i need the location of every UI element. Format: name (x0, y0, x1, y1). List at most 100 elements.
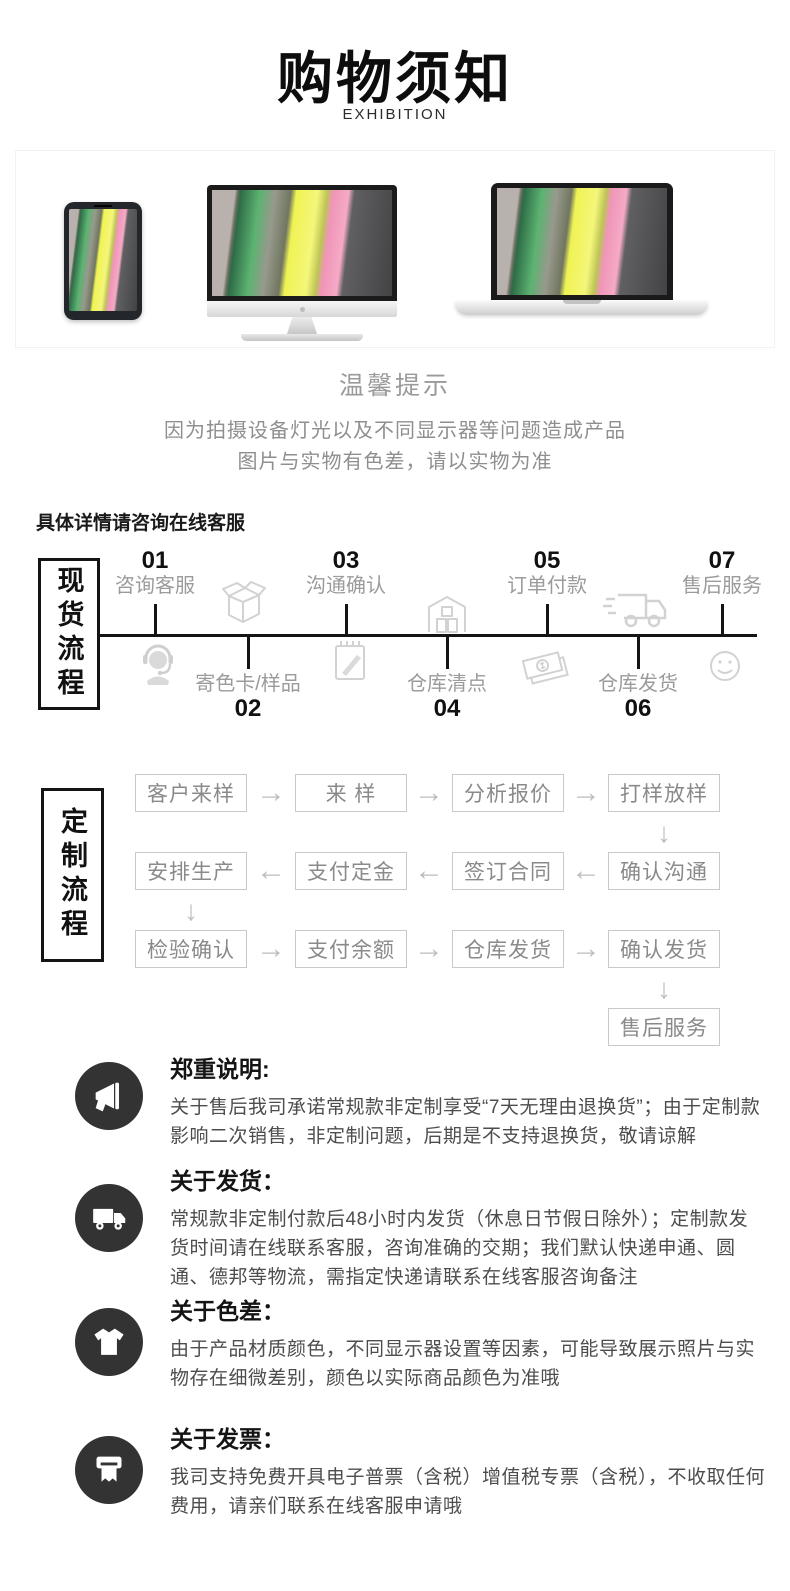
step-number: 07 (708, 547, 736, 574)
monitor-screen-fabric-image (212, 190, 392, 296)
step-label: 订单付款 (507, 575, 587, 597)
arrow-right-icon: → (571, 932, 601, 965)
notice-text: 常规款非定制付款后48小时内发货（休息日节假日除外）；定制款发货时间请在线联系客… (170, 1209, 749, 1288)
timeline-step-07: 07 售后服务 (647, 548, 790, 598)
custom-flow-label: 定制流程 (57, 807, 87, 943)
arrow-down-icon: ↓ (657, 817, 671, 848)
phone-speaker (94, 205, 112, 207)
warehouse-icon (422, 592, 472, 639)
invoice-icon (75, 1436, 143, 1504)
tick-02 (246, 637, 250, 669)
flow-box-confirm-communication: 确认沟通 (608, 852, 720, 890)
box-icon (215, 578, 271, 635)
notice-statement: 郑重说明: 关于售后我司承诺常规款非定制享受“7天无理由退换货”；由于定制款影响… (75, 1050, 765, 1151)
flow-box-after-sales: 售后服务 (608, 1008, 720, 1046)
step-number: 02 (234, 695, 262, 722)
arrow-left-icon: ← (414, 854, 444, 887)
flow-box-proofing: 打样放样 (608, 774, 720, 812)
phone-mockup (64, 202, 142, 320)
timeline-step-05: 05 订单付款 (472, 548, 622, 598)
laptop-screen-fabric-image (496, 188, 667, 295)
tick-03 (344, 604, 348, 634)
laptop-notch (562, 300, 601, 304)
custom-flow-label-box: 定制流程 (41, 788, 104, 962)
phone-screen-fabric-image (69, 209, 137, 311)
flow-box-inspection: 检验确认 (135, 930, 247, 968)
customer-service-icon (136, 641, 180, 690)
timeline-step-04: 仓库清点 04 (372, 672, 522, 722)
arrow-down-icon: ↓ (657, 973, 671, 1004)
arrow-right-icon: → (256, 932, 286, 965)
arrow-left-icon: ← (571, 854, 601, 887)
money-icon (519, 646, 571, 693)
step-label: 仓库发货 (598, 673, 678, 695)
arrow-right-icon: → (414, 932, 444, 965)
notice-text: 我司支持免费开具电子普票（含税）增值税专票（含税），不收取任何费用，请亲们联系在… (170, 1467, 766, 1517)
notice-shipping: 关于发货： 常规款非定制付款后48小时内发货（休息日节假日除外）；定制款发货时间… (75, 1162, 765, 1292)
step-label: 沟通确认 (306, 575, 386, 597)
monitor-chin (207, 301, 397, 317)
arrow-right-icon: → (414, 776, 444, 809)
consult-note: 具体详情请咨询在线客服 (36, 513, 246, 534)
notice-title: 关于色差： (170, 1298, 285, 1324)
step-label: 售后服务 (682, 575, 762, 597)
flow-box-confirm-shipping: 确认发货 (608, 930, 720, 968)
step-number: 03 (332, 547, 360, 574)
flow-box-warehouse-shipping: 仓库发货 (452, 930, 564, 968)
notice-invoice: 关于发票： 我司支持免费开具电子普票（含税）增值税专票（含税），不收取任何费用，… (75, 1420, 765, 1521)
arrow-down-icon: ↓ (184, 895, 198, 926)
tick-05 (545, 604, 549, 634)
step-label: 咨询客服 (115, 575, 195, 597)
monitor-stand-base (241, 334, 363, 341)
flow-box-quote: 分析报价 (452, 774, 564, 812)
stock-flow-label-box: 现货流程 (38, 558, 100, 710)
page-subtitle: EXHIBITION (342, 106, 448, 123)
tick-01 (153, 604, 157, 634)
notice-text: 关于售后我司承诺常规款非定制享受“7天无理由退换货”；由于定制款影响二次销售，非… (170, 1097, 761, 1147)
notice-text: 由于产品材质颜色，不同显示器设置等因素，可能导致展示照片与实物存在细微差别，颜色… (170, 1339, 756, 1389)
tips-text-line2: 图片与实物有色差，请以实物为准 (237, 451, 553, 473)
flow-box-balance-payment: 支付余额 (295, 930, 407, 968)
monitor-bezel (207, 185, 397, 301)
notice-color-difference: 关于色差： 由于产品材质颜色，不同显示器设置等因素，可能导致展示照片与实物存在细… (75, 1292, 765, 1393)
megaphone-icon (75, 1062, 143, 1130)
flow-box-contract: 签订合同 (452, 852, 564, 890)
notice-title: 关于发票： (170, 1426, 285, 1452)
tips-text-line1: 因为拍摄设备灯光以及不同显示器等问题造成产品 (164, 420, 626, 442)
step-label: 仓库清点 (407, 673, 487, 695)
smiley-icon (707, 648, 743, 689)
step-number: 06 (624, 695, 652, 722)
arrow-right-icon: → (571, 776, 601, 809)
arrow-right-icon: → (256, 776, 286, 809)
monitor-stand-neck (287, 317, 317, 334)
page-title: 购物须知 (277, 47, 513, 110)
notice-title: 关于发货： (170, 1168, 285, 1194)
notebook-icon (328, 638, 372, 689)
flow-box-customer-sample: 客户来样 (135, 774, 247, 812)
laptop-base (455, 300, 708, 315)
step-number: 04 (433, 695, 461, 722)
flow-box-deposit: 支付定金 (295, 852, 407, 890)
arrow-left-icon: ← (256, 854, 286, 887)
tick-04 (445, 637, 449, 669)
truck-icon (602, 585, 674, 638)
flow-box-arrange-production: 安排生产 (135, 852, 247, 890)
step-number: 05 (533, 547, 561, 574)
timeline-step-02: 寄色卡/样品 02 (173, 672, 323, 722)
tshirt-icon (75, 1308, 143, 1376)
step-label: 寄色卡/样品 (195, 673, 301, 695)
monitor-logo-dot (300, 307, 305, 312)
timeline-step-01: 01 咨询客服 (80, 548, 230, 598)
laptop-mockup (455, 183, 708, 315)
tick-07 (720, 604, 724, 634)
monitor-mockup (207, 185, 397, 341)
timeline-line (100, 634, 757, 637)
step-number: 01 (141, 547, 169, 574)
notice-title: 郑重说明: (170, 1056, 270, 1082)
timeline-step-03: 03 沟通确认 (271, 548, 421, 598)
stock-flow-label: 现货流程 (53, 566, 84, 702)
delivery-truck-icon (75, 1184, 143, 1252)
laptop-lid (490, 183, 673, 300)
tips-title: 温馨提示 (338, 372, 451, 400)
tick-06 (636, 637, 640, 669)
